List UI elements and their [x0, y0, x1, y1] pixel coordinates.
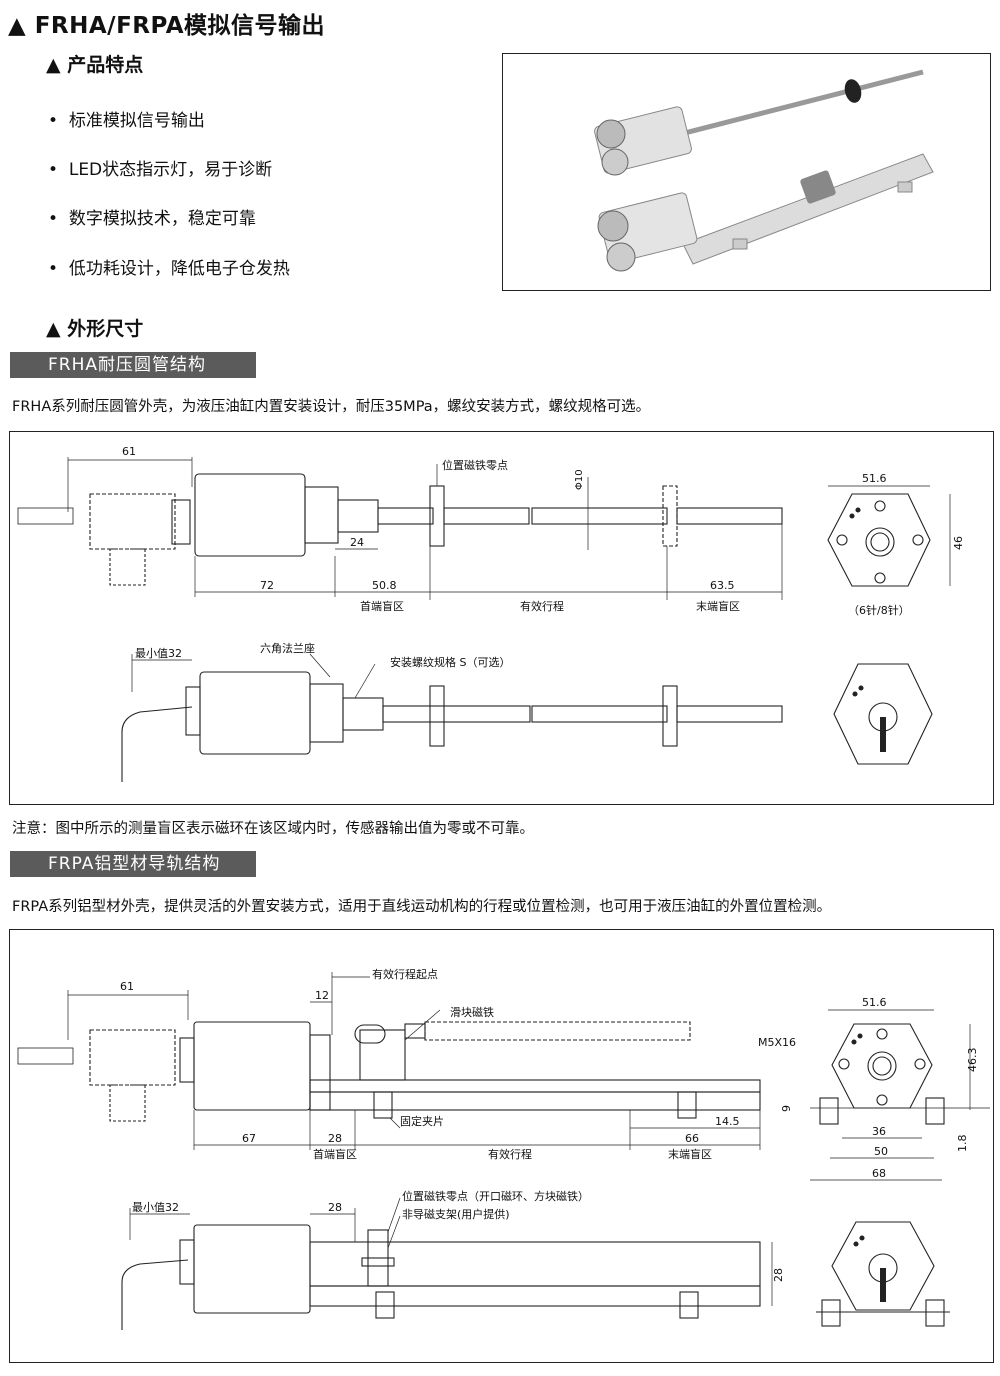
label-clip: 固定夹片: [400, 1114, 444, 1128]
dim-50: 50: [874, 1145, 888, 1158]
dim-min-32: 最小值32: [132, 1201, 179, 1214]
dim-9: 9: [780, 1105, 793, 1112]
dim-68: 68: [872, 1167, 886, 1180]
feature-item: • LED状态指示灯，易于诊断: [48, 160, 273, 180]
label-stroke: 有效行程: [520, 599, 564, 613]
feature-item: • 数字模拟技术，稳定可靠: [48, 209, 256, 229]
dim-24: 24: [350, 536, 364, 549]
label-zero-point: 位置磁铁零点（开口磁环、方块磁铁）: [402, 1189, 589, 1203]
dim-1-8: 1.8: [956, 1135, 969, 1153]
label-bracket: 非导磁支架(用户提供): [402, 1207, 510, 1221]
label-zero-point: 位置磁铁零点: [442, 458, 508, 472]
dim-67: 67: [242, 1132, 256, 1145]
dim-61: 61: [122, 445, 136, 458]
dim-46: 46: [952, 536, 965, 550]
dim-66: 66: [685, 1132, 699, 1145]
dim-50-8: 50.8: [372, 579, 397, 592]
feature-item: • 标准模拟信号输出: [48, 111, 205, 131]
frha-description: FRHA系列耐压圆管外壳，为液压油缸内置安装设计，耐压35MPa，螺纹安装方式，…: [12, 399, 651, 415]
dim-12: 12: [315, 989, 329, 1002]
dim-51-6: 51.6: [862, 472, 887, 485]
features-heading: ▲ 产品特点: [46, 54, 144, 76]
label-thread: 安装螺纹规格 S（可选）: [390, 655, 510, 669]
dim-63-5: 63.5: [710, 579, 735, 592]
frha-drawing: 61 位置磁铁零点 Φ10 24 72 50.8 63.5 首端盲区 有效行程 …: [9, 431, 994, 805]
dim-28b: 28: [328, 1201, 342, 1214]
label-tail-blind: 末端盲区: [696, 599, 740, 613]
dim-min-32: 最小值32: [135, 647, 182, 660]
note: 注意：图中所示的测量盲区表示磁环在该区域内时，传感器输出值为零或不可靠。: [12, 821, 534, 837]
label-tail-blind: 末端盲区: [668, 1147, 712, 1161]
dimensions-heading: ▲ 外形尺寸: [46, 318, 144, 340]
label-hex-flange: 六角法兰座: [260, 641, 315, 655]
label-pins: （6针/8针）: [848, 603, 910, 617]
label-stroke-start: 有效行程起点: [372, 967, 438, 981]
dim-28c: 28: [772, 1268, 785, 1282]
dim-36: 36: [872, 1125, 886, 1138]
product-photo: [502, 53, 991, 291]
dim-51-6: 51.6: [862, 996, 887, 1009]
frha-bar: FRHA耐压圆管结构: [10, 352, 256, 378]
page-title: ▲ FRHA/FRPA模拟信号输出: [8, 13, 326, 39]
label-stroke: 有效行程: [488, 1147, 532, 1161]
frpa-bar: FRPA铝型材导轨结构: [10, 851, 256, 877]
frpa-description: FRPA系列铝型材外壳，提供灵活的外置安装方式，适用于直线运动机构的行程或位置检…: [12, 899, 832, 915]
feature-item: • 低功耗设计，降低电子仓发热: [48, 259, 290, 279]
dim-14-5: 14.5: [715, 1115, 740, 1128]
dim-61: 61: [120, 980, 134, 993]
dim-72: 72: [260, 579, 274, 592]
label-m5x16: M5X16: [758, 1036, 796, 1049]
label-head-blind: 首端盲区: [313, 1147, 357, 1161]
dim-28: 28: [328, 1132, 342, 1145]
frpa-drawing: 61 有效行程起点 12 滑块磁铁 固定夹片 14.5 67 28 66 首端盲…: [9, 929, 994, 1363]
label-slider-magnet: 滑块磁铁: [450, 1006, 494, 1019]
dim-46-3: 46.3: [966, 1048, 979, 1073]
dim-phi10: Φ10: [574, 469, 585, 490]
label-head-blind: 首端盲区: [360, 599, 404, 613]
